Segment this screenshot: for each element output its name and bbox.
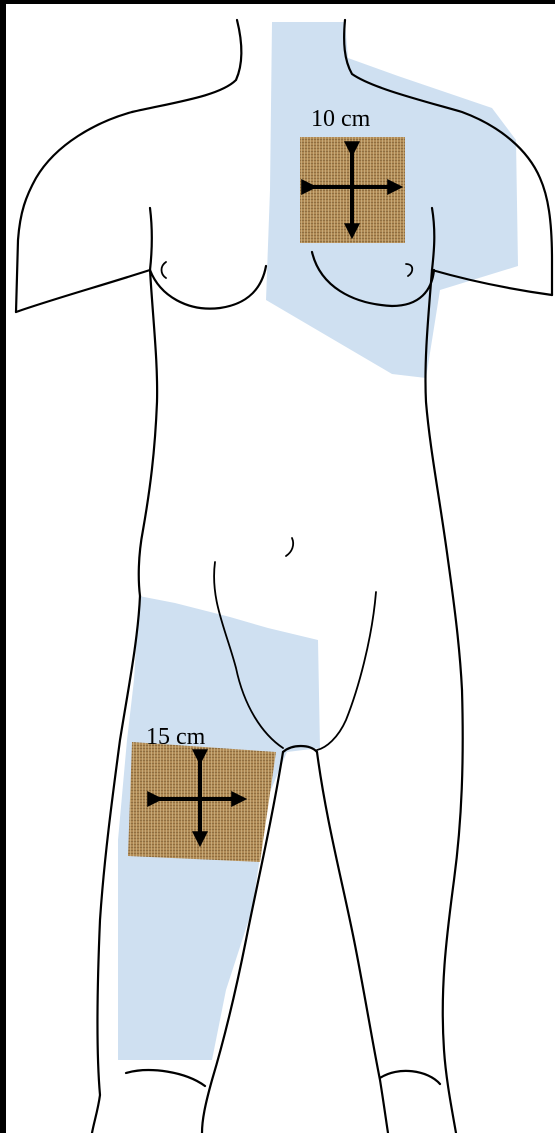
thigh-patch-label: 15 cm [146, 724, 206, 750]
chest-patch-label: 10 cm [311, 106, 371, 132]
